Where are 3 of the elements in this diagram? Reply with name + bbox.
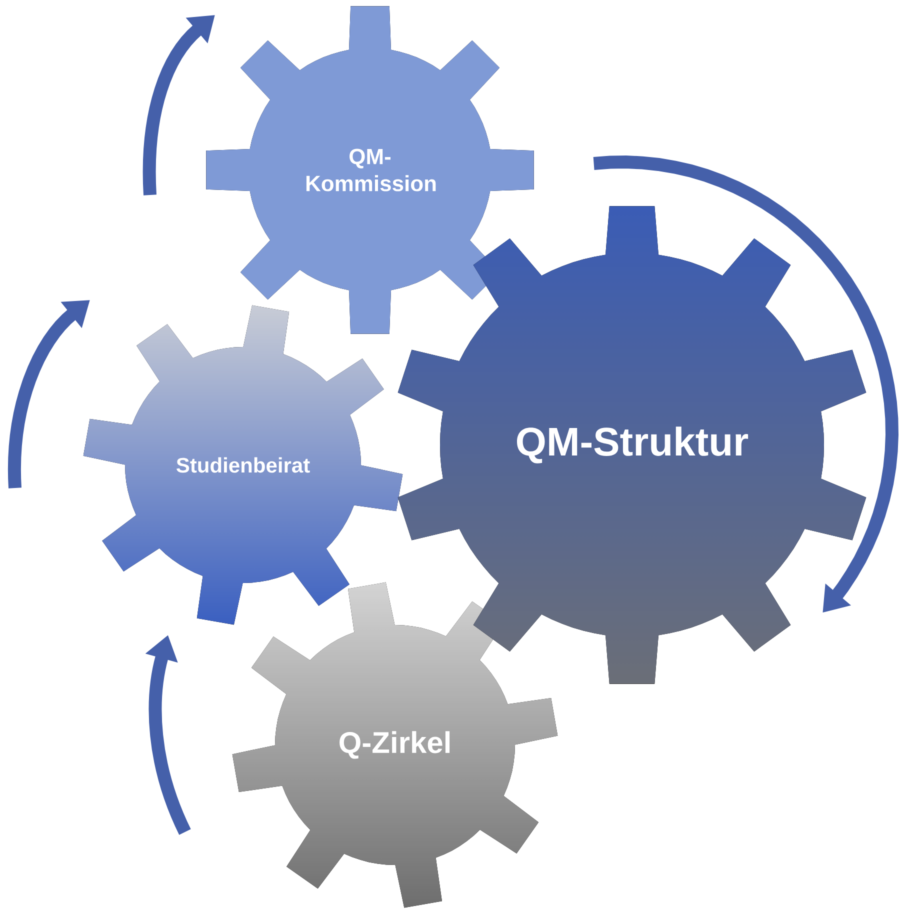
gear: Studienbeirat bbox=[83, 305, 403, 625]
gear: QM- Kommission bbox=[206, 6, 534, 334]
gear: Q-Zirkel bbox=[232, 582, 558, 908]
